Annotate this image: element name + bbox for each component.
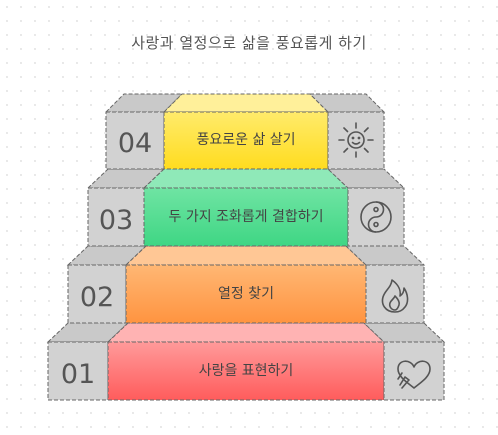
step-number-02: 02 xyxy=(80,282,114,313)
yin-yang-icon xyxy=(360,201,392,233)
step-02: 02 xyxy=(66,245,426,324)
step-label-01: 사랑을 표현하기 xyxy=(198,362,294,379)
diagram-title: 사랑과 열정으로 삶을 풍요롭게 하기 xyxy=(131,34,367,52)
sun-icon xyxy=(338,122,374,158)
heart-hands-icon xyxy=(397,360,431,389)
step-number-03: 03 xyxy=(99,205,133,236)
step-label-02: 열정 찾기 xyxy=(218,285,274,302)
step-01: 01 xyxy=(46,322,446,401)
step-label-03: 두 가지 조화롭게 결합하기 xyxy=(168,208,324,225)
step-04: 04 xyxy=(104,93,386,170)
flame-icon xyxy=(381,279,409,313)
step-03: 03 xyxy=(86,168,406,247)
step-number-04: 04 xyxy=(118,128,152,159)
step-number-01: 01 xyxy=(61,359,95,390)
step-label-04: 풍요로운 삶 살기 xyxy=(196,132,296,148)
